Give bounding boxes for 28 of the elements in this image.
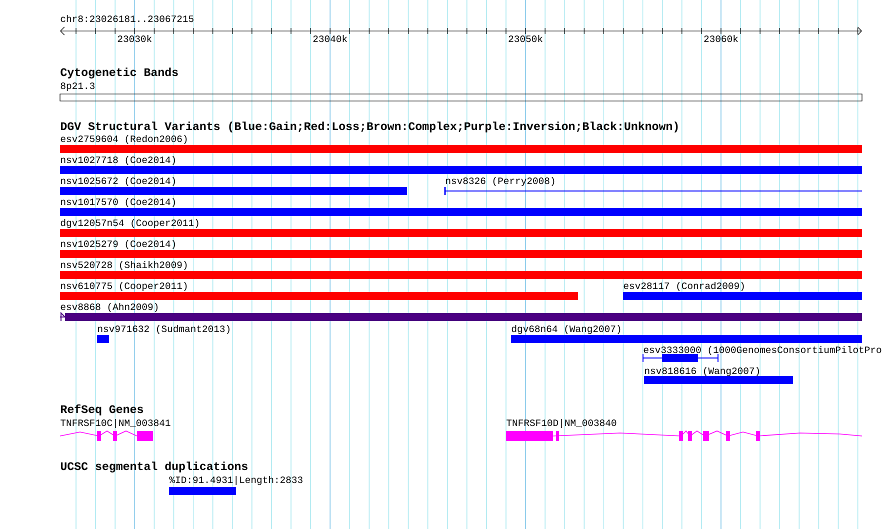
- feature-label: esv2759604 (Redon2006): [60, 134, 187, 144]
- feature-label: esv8868 (Ahn2009): [60, 302, 158, 312]
- track-title: DGV Structural Variants (Blue:Gain;Red:Loss;Brown:Complex;Purple:Inversion;Black:Unknown): [60, 122, 678, 132]
- tick-label: 23030k: [118, 34, 152, 42]
- feature-label: nsv1025672 (Coe2014): [61, 176, 175, 186]
- band-label: 8p21.3: [60, 82, 95, 91]
- feature-label: esv28117 (Conrad2009): [624, 282, 744, 291]
- feature-label: nsv520728 (Shaikh2009): [61, 260, 187, 270]
- feature-label: dgv68n64 (Wang2007): [512, 324, 620, 334]
- locus-label: chr8:23026181..23067215: [60, 14, 194, 22]
- track-title: Cytogenetic Bands: [60, 68, 178, 78]
- feature-label: nsv1027718 (Coe2014): [61, 156, 175, 165]
- gene-label: TNFRSF10D|NM_003840: [506, 418, 616, 428]
- feature-label: nsv1017570 (Coe2014): [61, 198, 175, 207]
- feature-label: nsv8326 (Perry2008): [446, 176, 554, 186]
- feature-label: esv3333000 (1000GenomesConsortiumPilotPro: [644, 346, 882, 355]
- feature-label: nsv1025279 (Coe2014): [61, 240, 175, 249]
- feature-label: dgv12057n54 (Cooper2011): [60, 218, 198, 228]
- track-title: RefSeq Genes: [61, 404, 144, 416]
- gene-label: TNFRSF10C|NM_003841: [60, 418, 170, 428]
- feature-label: nsv818616 (Wang2007): [645, 366, 759, 376]
- tick-label: 23050k: [508, 34, 542, 42]
- tick-label: 23040k: [313, 34, 348, 42]
- feature-label: nsv610775 (Cooper2011): [61, 282, 187, 291]
- feature-label: nsv971632 (Sudmant2013): [98, 324, 230, 334]
- tick-label: 23060k: [704, 34, 738, 42]
- track-title: UCSC segmental duplications: [60, 462, 248, 472]
- duplication-label: %ID:91.4931|Length:2833: [169, 476, 302, 485]
